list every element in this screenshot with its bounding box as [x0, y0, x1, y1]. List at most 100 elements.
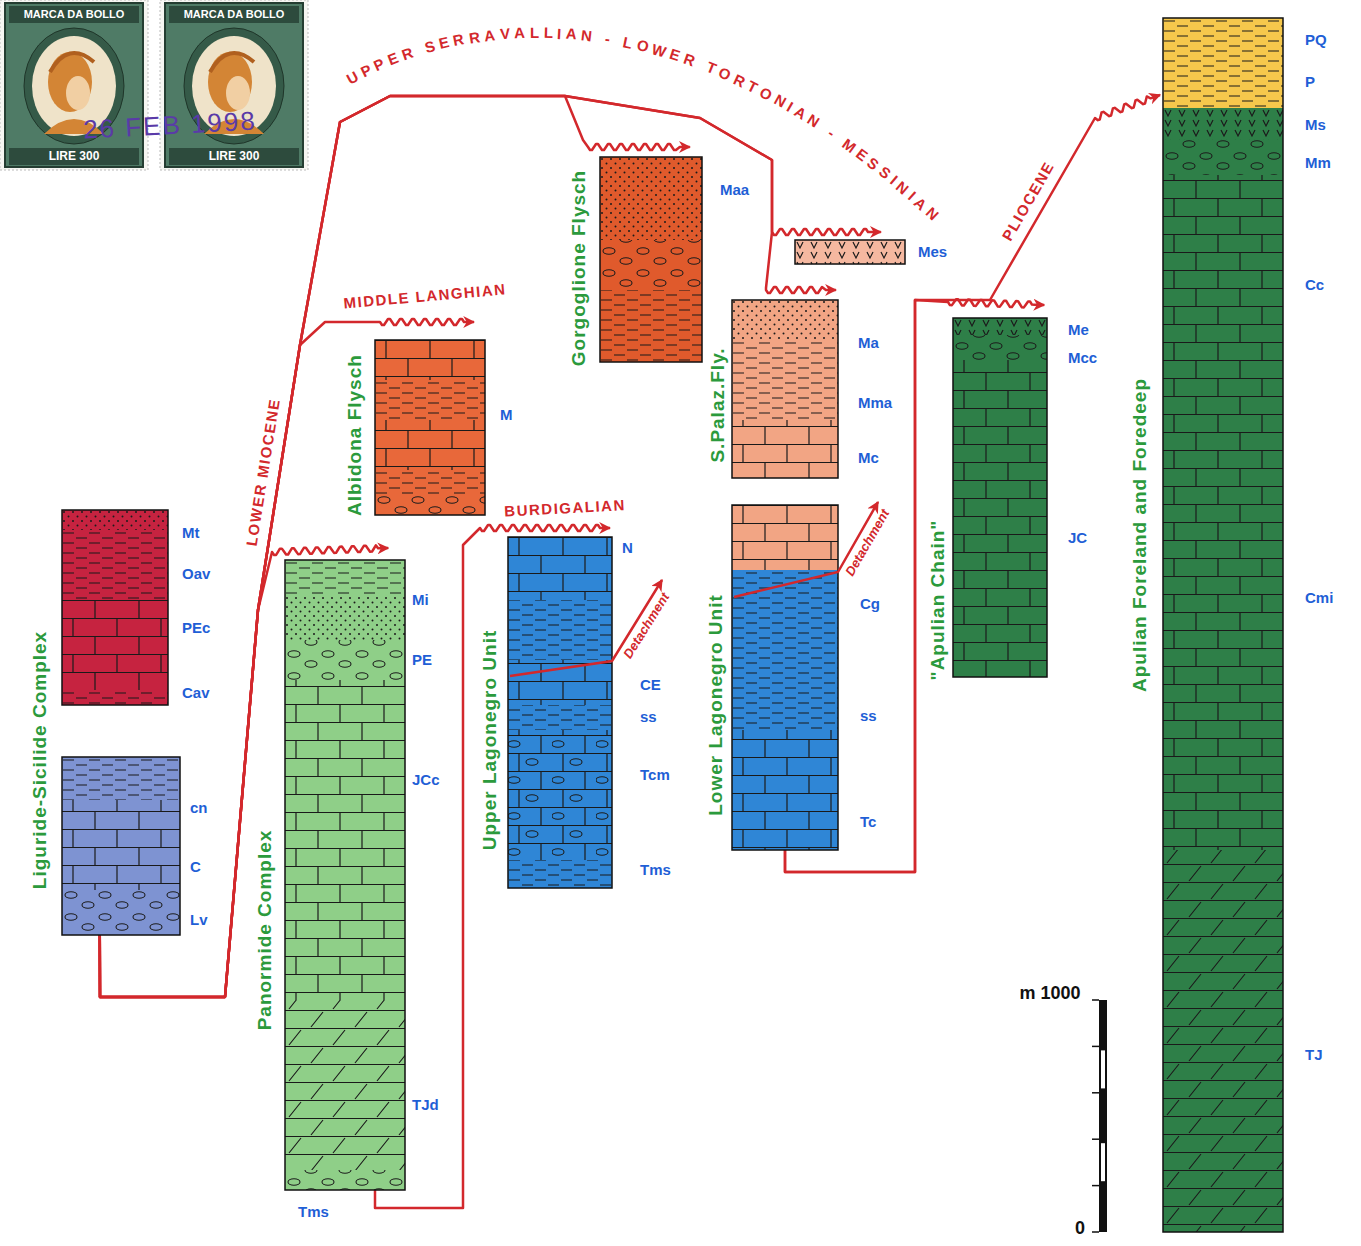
column-outline: [795, 240, 905, 264]
portrait-crest: [50, 53, 94, 72]
stamp-band: [169, 148, 299, 165]
stratigraphic-column: Liguride-Sicilide ComplexMtOavPEcCav: [62, 510, 168, 705]
label-char: I: [557, 24, 562, 41]
label-char: R: [452, 30, 466, 49]
revenue-stamp: [160, 0, 308, 170]
lithology-pattern: [1163, 850, 1283, 1232]
scale-bar: [1092, 1000, 1107, 1232]
unit-code: ss: [860, 707, 877, 724]
label-char: U: [344, 68, 362, 88]
label-char: W: [650, 40, 668, 60]
lithology-pattern: [62, 600, 168, 690]
unit-code: JC: [1068, 529, 1087, 546]
lithology-band: [953, 335, 1047, 360]
stamp-band: [9, 6, 139, 23]
stamp-paper: [160, 0, 308, 170]
lithology-band: [375, 420, 485, 470]
lithology-band: [285, 1170, 405, 1190]
unit-code: Mc: [858, 449, 879, 466]
unit-code: PQ: [1305, 31, 1327, 48]
label-char: V: [499, 25, 510, 43]
column-title: Lower Lagonegro Unit: [705, 594, 727, 816]
column-graphic: [62, 510, 168, 705]
lithology-band: [508, 730, 612, 860]
lithology-band: [62, 757, 180, 800]
lithology-pattern: [600, 157, 702, 240]
portrait-helmet: [48, 52, 92, 112]
column-title: Liguride-Sicilide Complex: [29, 631, 51, 889]
label-char: L: [543, 24, 553, 42]
unit-code: Tc: [860, 813, 876, 830]
lithology-pattern: [285, 1170, 405, 1190]
unit-code: Mes: [918, 243, 947, 260]
lithology-pattern: [732, 420, 838, 478]
column-title: "Apulian Chain": [927, 520, 949, 681]
age-label: PLIOCENE: [998, 158, 1057, 243]
label-char: O: [757, 83, 775, 104]
lithology-band: [62, 800, 180, 890]
scale-bar-part: [1101, 1050, 1105, 1088]
stratigraphic-column: Upper Lagonegro UnitNCEssTcmTms: [508, 537, 612, 888]
unit-code: Tcm: [640, 766, 670, 783]
lithology-band: [600, 157, 702, 240]
lithology-band: [62, 510, 168, 530]
column-graphic: [508, 537, 612, 888]
portrait-face: [226, 76, 250, 110]
lithology-pattern: [600, 240, 702, 290]
stratigraphic-column: "Apulian Chain"MeMccJC: [953, 318, 1047, 677]
label-char: L: [621, 33, 634, 52]
lithology-pattern: [953, 360, 1047, 677]
unit-code: Mi: [412, 591, 429, 608]
lithology-pattern: [62, 510, 168, 530]
column-outline: [732, 505, 838, 850]
stamp-value: LIRE 300: [49, 150, 100, 164]
column-outline: [62, 510, 168, 705]
lithology-band: [62, 600, 168, 690]
lithology-band: [375, 470, 485, 495]
lithology-band: [508, 705, 612, 730]
stratigraphic-column: S.Palaz.Fly.MaMmaMc: [732, 300, 838, 478]
lithology-band: [508, 600, 612, 660]
lithology-band: [1163, 850, 1283, 1232]
column-outline: [732, 300, 838, 478]
stamp-frame: [165, 3, 303, 167]
lithology-pattern: [62, 690, 168, 705]
column-graphic: [285, 560, 405, 1190]
lithology-band: [732, 340, 838, 420]
stratigraphic-column: cnCLv: [62, 757, 180, 935]
column-outline: [600, 157, 702, 362]
lithology-pattern: [953, 318, 1047, 335]
unit-code: Tms: [298, 1203, 329, 1220]
lithology-pattern: [732, 300, 838, 340]
lithology-band: [285, 680, 405, 1000]
lithology-pattern: [732, 570, 838, 700]
label-char: E: [385, 49, 401, 69]
portrait-face: [66, 76, 90, 110]
lithology-band: [1163, 18, 1283, 108]
thrust-arrow: [785, 95, 1160, 872]
scale-bar-part: [1101, 1143, 1105, 1181]
lithology-pattern: [375, 495, 485, 515]
label-char: -: [825, 124, 839, 141]
age-label: BURDIGALIAN: [504, 496, 626, 520]
scale-bar-part: [1099, 1000, 1107, 1232]
stamp-paper: [0, 0, 148, 170]
lithology-pattern: [62, 757, 180, 800]
column-title: S.Palaz.Fly.: [707, 347, 729, 462]
lithology-pattern: [285, 595, 405, 640]
unit-code: Tms: [640, 861, 671, 878]
scale-bar-part: [1092, 1138, 1099, 1140]
label-char: S: [423, 37, 437, 56]
unit-code: cn: [190, 799, 208, 816]
label-char: [595, 28, 602, 46]
thrust-arrow: [100, 96, 881, 997]
lithology-pattern: [732, 340, 838, 420]
label-char: N: [580, 26, 593, 44]
label-char: L: [530, 24, 539, 41]
unit-code: JCc: [412, 771, 440, 788]
lithology-pattern: [795, 240, 905, 264]
unit-code: Cmi: [1305, 589, 1333, 606]
lithology-pattern: [508, 860, 612, 888]
label-char: A: [514, 24, 526, 42]
unit-code: Cav: [182, 684, 210, 701]
